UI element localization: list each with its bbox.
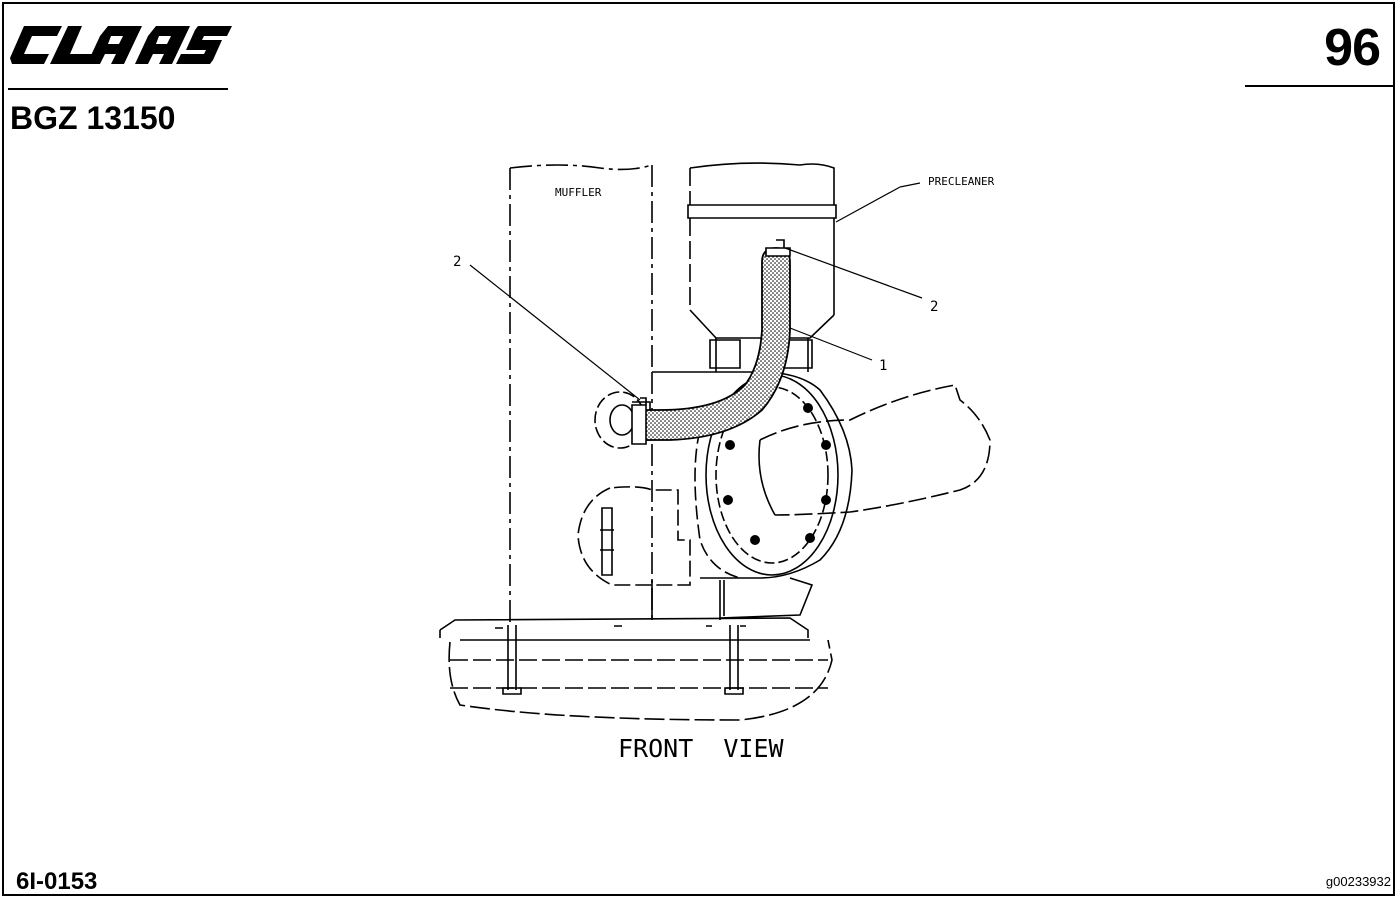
- claas-logo: [10, 26, 232, 64]
- header-rule-left: [8, 88, 228, 90]
- view-caption: FRONT VIEW: [618, 734, 785, 763]
- document-id: BGZ 13150: [10, 100, 176, 136]
- hose-clamp-bottom: [631, 397, 647, 445]
- leader-lines: [469, 182, 923, 401]
- callout-2-right: 2: [930, 299, 938, 315]
- image-id: g00233932: [1325, 874, 1391, 889]
- precleaner-label: PRECLEANER: [928, 175, 995, 188]
- lower-bracket: [577, 486, 691, 586]
- muffler-outline: [509, 164, 653, 625]
- drawing-code: 6I-0153: [16, 868, 98, 895]
- mounting-bracket: [719, 577, 814, 620]
- lower-bracket-hardware: [600, 507, 614, 576]
- callout-2-left: 2: [453, 254, 461, 270]
- intake-duct: [759, 384, 991, 516]
- page-number: 96: [1324, 19, 1381, 77]
- callout-1: 1: [879, 358, 887, 374]
- intake-duct-mouth: [758, 439, 776, 516]
- header-rule-right: [1245, 85, 1395, 87]
- air-hose: [633, 247, 791, 441]
- muffler-label: MUFFLER: [555, 186, 602, 199]
- hose-clamp-top: [765, 239, 791, 257]
- frame-rail: [439, 617, 833, 721]
